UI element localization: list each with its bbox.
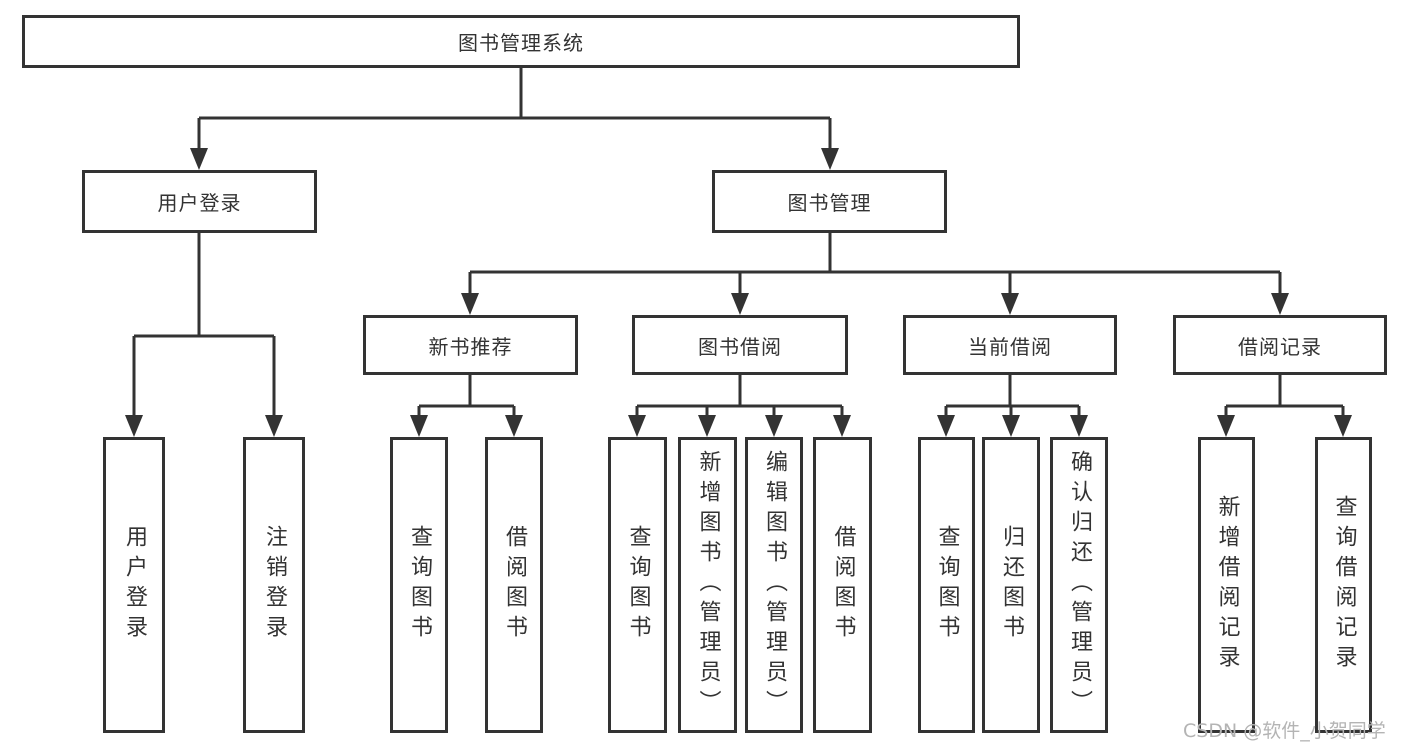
connector-borrowing-records-to-leaves (1224, 373, 1345, 419)
node-label: 图书管理 (787, 191, 872, 215)
node-new-book-recommend: 新书推荐 (363, 315, 578, 375)
node-label: 编辑图书（管理员） (762, 450, 787, 720)
node-label: 借阅图书 (502, 525, 527, 645)
connector-user-login-to-leaves (132, 231, 276, 419)
node-label: 注销登录 (262, 525, 287, 645)
leaf-return-books: 归还图书 (982, 437, 1040, 733)
leaf-query-books-recommend: 查询图书 (390, 437, 448, 733)
node-borrowing-records: 借阅记录 (1173, 315, 1387, 375)
connector-new-book-to-leaves (417, 373, 516, 419)
node-label: 查询图书 (625, 525, 651, 645)
leaf-add-borrow-record: 新增借阅记录 (1198, 437, 1255, 733)
leaf-edit-book-admin: 编辑图书（管理员） (745, 437, 803, 733)
node-label: 当前借阅 (968, 334, 1052, 359)
node-label: 用户登录 (122, 525, 147, 645)
node-label: 查询图书 (934, 525, 960, 645)
leaf-query-borrow-record: 查询借阅记录 (1315, 437, 1372, 733)
node-label: 新书推荐 (428, 334, 513, 359)
connector-book-borrowing-to-leaves (635, 373, 844, 419)
leaf-add-book-admin: 新增图书（管理员） (678, 437, 737, 733)
node-label: 新增借阅记录 (1214, 495, 1240, 675)
connector-book-management-to-level2 (468, 231, 1282, 297)
node-label: 用户登录 (157, 191, 242, 215)
node-label: 新增图书（管理员） (695, 450, 721, 720)
node-label: 归还图书 (999, 525, 1024, 645)
node-book-management: 图书管理 (712, 170, 947, 233)
connector-current-borrowing-to-leaves (944, 373, 1081, 419)
leaf-query-books-borrowing: 查询图书 (608, 437, 667, 733)
node-label: 查询借阅记录 (1331, 495, 1357, 675)
node-label: 借阅记录 (1238, 334, 1322, 359)
node-user-login: 用户登录 (82, 170, 317, 233)
node-current-borrowing: 当前借阅 (903, 315, 1117, 375)
leaf-confirm-return-admin: 确认归还（管理员） (1050, 437, 1108, 733)
node-label: 查询图书 (407, 525, 432, 645)
node-label: 借阅图书 (830, 525, 856, 645)
node-label: 图书管理系统 (458, 31, 584, 55)
node-book-borrowing: 图书借阅 (632, 315, 848, 375)
node-root-system: 图书管理系统 (22, 15, 1020, 68)
leaf-borrow-books-recommend: 借阅图书 (485, 437, 543, 733)
leaf-query-books-current: 查询图书 (918, 437, 975, 733)
connector-root-to-level1 (197, 66, 832, 152)
leaf-borrow-books: 借阅图书 (813, 437, 872, 733)
node-label: 图书借阅 (698, 334, 782, 359)
csdn-watermark: CSDN @软件_小贺同学 (1183, 720, 1386, 742)
leaf-user-login: 用户登录 (103, 437, 165, 733)
node-label: 确认归还（管理员） (1067, 450, 1092, 720)
leaf-logout: 注销登录 (243, 437, 305, 733)
